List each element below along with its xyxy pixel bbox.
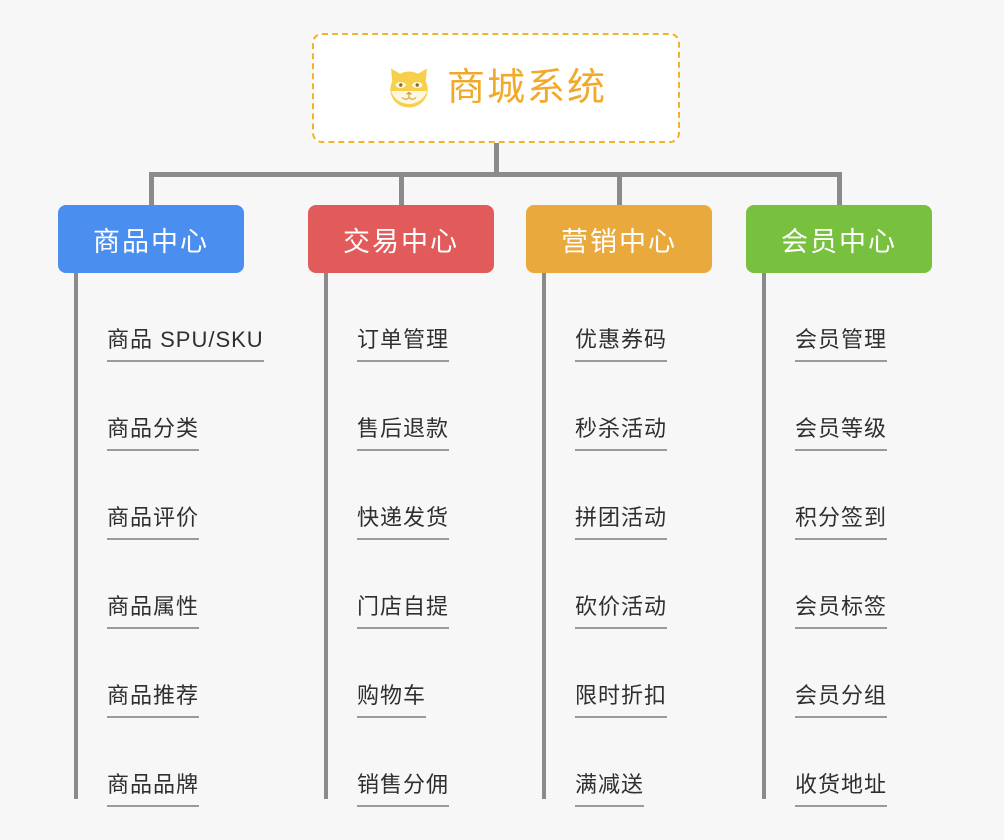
drop-connector-trade-center xyxy=(399,172,404,209)
leaf-label: 会员等级 xyxy=(795,418,888,451)
leaf-item[interactable]: 商品 SPU/SKU xyxy=(76,273,264,362)
leaf-label: 秒杀活动 xyxy=(575,418,668,451)
leaf-label: 拼团活动 xyxy=(575,507,668,540)
leaf-list-member-center: 会员管理会员等级积分签到会员标签会员分组收货地址 xyxy=(750,273,932,807)
leaf-item[interactable]: 砍价活动 xyxy=(544,540,712,629)
leaf-label: 购物车 xyxy=(357,685,427,718)
leaf-label: 限时折扣 xyxy=(575,685,668,718)
root-node[interactable]: 商城系统 xyxy=(312,33,680,143)
leaf-item[interactable]: 会员管理 xyxy=(764,273,932,362)
leaf-item[interactable]: 满减送 xyxy=(544,718,712,807)
drop-connector-member-center xyxy=(837,172,842,209)
horizontal-bus-connector xyxy=(149,172,842,177)
leaf-item[interactable]: 积分签到 xyxy=(764,451,932,540)
leaf-item[interactable]: 优惠券码 xyxy=(544,273,712,362)
leaf-item[interactable]: 商品品牌 xyxy=(76,718,244,807)
shiba-dog-icon xyxy=(390,68,428,108)
leaf-item[interactable]: 拼团活动 xyxy=(544,451,712,540)
leaf-label: 售后退款 xyxy=(357,418,450,451)
leaf-label: 满减送 xyxy=(575,774,645,807)
leaf-label: 积分签到 xyxy=(795,507,888,540)
spine-connector-trade-center xyxy=(324,273,328,799)
leaf-label: 商品分类 xyxy=(107,418,200,451)
category-box-product-center[interactable]: 商品中心 xyxy=(58,205,244,273)
leaf-item[interactable]: 收货地址 xyxy=(764,718,932,807)
leaf-item[interactable]: 商品评价 xyxy=(76,451,244,540)
spine-connector-product-center xyxy=(74,273,78,799)
leaf-item[interactable]: 快递发货 xyxy=(326,451,494,540)
leaf-label: 收货地址 xyxy=(795,774,888,807)
leaf-item[interactable]: 商品属性 xyxy=(76,540,244,629)
leaf-label: 商品品牌 xyxy=(107,774,200,807)
spine-connector-marketing-center xyxy=(542,273,546,799)
leaf-list-trade-center: 订单管理售后退款快递发货门店自提购物车销售分佣 xyxy=(312,273,494,807)
leaf-label: 门店自提 xyxy=(357,596,450,629)
leaf-label: 砍价活动 xyxy=(575,596,668,629)
column-trade-center: 交易中心订单管理售后退款快递发货门店自提购物车销售分佣 xyxy=(308,205,494,807)
category-box-marketing-center[interactable]: 营销中心 xyxy=(526,205,712,273)
leaf-list-marketing-center: 优惠券码秒杀活动拼团活动砍价活动限时折扣满减送 xyxy=(530,273,712,807)
leaf-label: 商品 SPU/SKU xyxy=(107,329,264,362)
leaf-label: 会员管理 xyxy=(795,329,888,362)
leaf-label: 商品属性 xyxy=(107,596,200,629)
leaf-item[interactable]: 会员等级 xyxy=(764,362,932,451)
leaf-label: 会员分组 xyxy=(795,685,888,718)
category-label: 会员中心 xyxy=(781,226,897,257)
spine-connector-member-center xyxy=(762,273,766,799)
category-label: 交易中心 xyxy=(343,226,459,257)
drop-connector-product-center xyxy=(149,172,154,209)
leaf-item[interactable]: 订单管理 xyxy=(326,273,494,362)
leaf-item[interactable]: 门店自提 xyxy=(326,540,494,629)
category-box-member-center[interactable]: 会员中心 xyxy=(746,205,932,273)
category-label: 营销中心 xyxy=(561,226,677,257)
leaf-item[interactable]: 限时折扣 xyxy=(544,629,712,718)
root-title: 商城系统 xyxy=(446,67,607,109)
leaf-list-product-center: 商品 SPU/SKU 商品分类商品评价商品属性商品推荐商品品牌 xyxy=(62,273,264,807)
category-box-trade-center[interactable]: 交易中心 xyxy=(308,205,494,273)
column-product-center: 商品中心商品 SPU/SKU 商品分类商品评价商品属性商品推荐商品品牌 xyxy=(58,205,264,807)
leaf-item[interactable]: 秒杀活动 xyxy=(544,362,712,451)
leaf-label: 优惠券码 xyxy=(575,329,668,362)
column-marketing-center: 营销中心优惠券码秒杀活动拼团活动砍价活动限时折扣满减送 xyxy=(526,205,712,807)
root-trunk-connector xyxy=(494,143,499,175)
leaf-label: 会员标签 xyxy=(795,596,888,629)
leaf-item[interactable]: 售后退款 xyxy=(326,362,494,451)
leaf-label: 订单管理 xyxy=(357,329,450,362)
leaf-item[interactable]: 会员标签 xyxy=(764,540,932,629)
leaf-item[interactable]: 购物车 xyxy=(326,629,494,718)
leaf-item[interactable]: 商品推荐 xyxy=(76,629,244,718)
leaf-label: 销售分佣 xyxy=(357,774,450,807)
leaf-item[interactable]: 商品分类 xyxy=(76,362,244,451)
leaf-item[interactable]: 销售分佣 xyxy=(326,718,494,807)
leaf-label: 商品推荐 xyxy=(107,685,200,718)
column-member-center: 会员中心会员管理会员等级积分签到会员标签会员分组收货地址 xyxy=(746,205,932,807)
leaf-item[interactable]: 会员分组 xyxy=(764,629,932,718)
leaf-label: 快递发货 xyxy=(357,507,450,540)
leaf-label: 商品评价 xyxy=(107,507,200,540)
drop-connector-marketing-center xyxy=(617,172,622,209)
category-label: 商品中心 xyxy=(93,226,209,257)
